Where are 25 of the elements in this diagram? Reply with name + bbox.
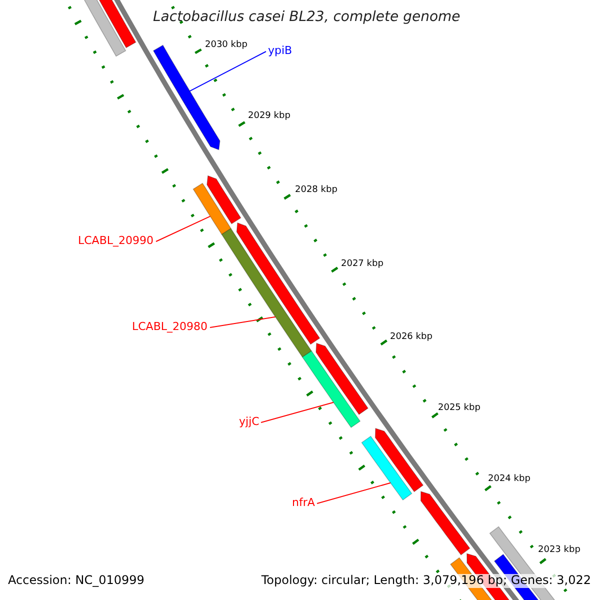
scale-label: 2025 kbp bbox=[438, 403, 480, 414]
gene-label: LCABL_20980 bbox=[132, 321, 208, 334]
scale-label: 2029 kbp bbox=[248, 111, 290, 122]
scale-label: 2026 kbp bbox=[390, 332, 432, 342]
footer-text: Topology: circular; Length: 3,079,196 bp; Genes: 3,022 bbox=[261, 574, 591, 588]
leader-line bbox=[189, 51, 266, 92]
gene-label: nfrA bbox=[292, 497, 315, 510]
gene-bar bbox=[302, 350, 361, 428]
leader-line bbox=[260, 402, 334, 423]
gene-bar bbox=[361, 436, 412, 501]
footer-text: Accession: NC_010999 bbox=[8, 574, 144, 588]
scale-label: 2027 kbp bbox=[341, 259, 384, 270]
title: Lactobacillus casei BL23, complete genome bbox=[153, 9, 460, 26]
gene-bar bbox=[221, 228, 312, 358]
leader-line bbox=[156, 216, 211, 242]
gene-label: yjjC bbox=[239, 416, 260, 429]
leader-line bbox=[210, 316, 276, 328]
scale-label: 2024 kbp bbox=[488, 474, 530, 484]
scale-label: 2030 kbp bbox=[205, 40, 248, 50]
gene-label: LCABL_20990 bbox=[78, 235, 154, 248]
gene-bar bbox=[192, 182, 232, 235]
leader-line bbox=[316, 482, 391, 504]
scale-label: 2028 kbp bbox=[295, 185, 338, 196]
scale-label: 2023 kbp bbox=[538, 545, 580, 556]
gene-label: ypiB bbox=[268, 45, 292, 58]
